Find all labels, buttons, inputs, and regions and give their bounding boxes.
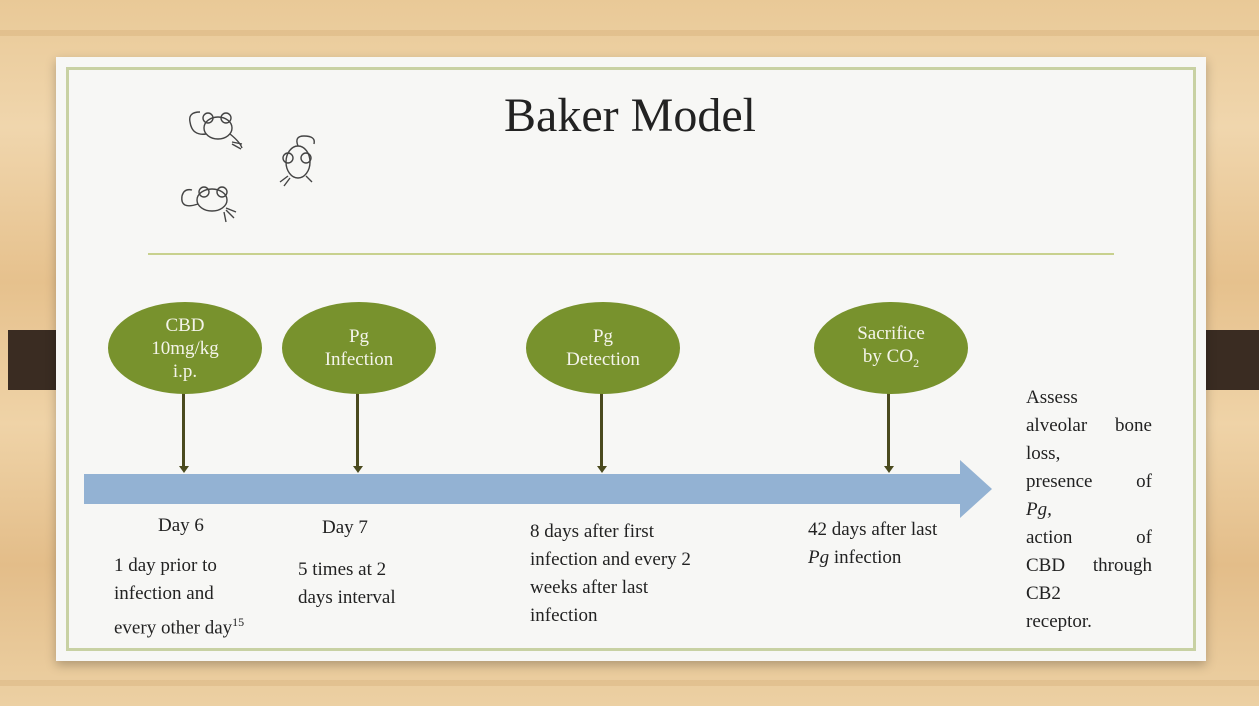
oval-cbd-line2: 10mg/kg: [151, 337, 219, 359]
day6-desc-line2: infection and: [114, 583, 214, 604]
sacrifice-desc-line2: infection: [829, 547, 902, 568]
assess-line: CB2: [1026, 583, 1061, 604]
oval-detection-line2: Detection: [566, 349, 640, 370]
oval-infection: Pg Infection: [282, 302, 436, 394]
timeline-stem: [356, 392, 359, 468]
slide-title: Baker Model: [504, 89, 756, 142]
assess-line: receptor.: [1026, 611, 1092, 632]
detection-desc-line3: weeks after last: [530, 577, 649, 598]
oval-cbd: CBD 10mg/kg i.p.: [108, 302, 262, 394]
sacrifice-desc-pg: Pg: [808, 547, 830, 568]
timeline-stem: [887, 392, 890, 468]
day6-desc-line1: 1 day prior to: [114, 555, 217, 576]
timeline-arrow: [84, 460, 992, 518]
wood-grain: [0, 30, 1259, 36]
assess-line: action of: [1026, 527, 1152, 548]
wood-grain: [0, 680, 1259, 686]
oval-infection-line2: Infection: [324, 349, 394, 370]
detection-description: 8 days after first infection and every 2…: [530, 518, 691, 630]
day7-desc-line1: 5 times at 2: [298, 559, 387, 580]
timeline-stem-head: [884, 466, 894, 473]
oval-infection-line1: Pg: [348, 326, 370, 347]
oval-sacrifice-line1: Sacrifice: [857, 322, 925, 344]
slide-border: [66, 67, 1196, 651]
assess-line: presence of: [1026, 471, 1152, 492]
detection-desc-line4: infection: [530, 605, 598, 626]
timeline-stem: [600, 392, 603, 468]
oval-sacrifice-line2: by CO: [862, 345, 914, 367]
timeline-stem-head: [179, 466, 189, 473]
day7-label: Day 7: [322, 517, 368, 538]
sacrifice-desc-line1: 42 days after last: [808, 519, 938, 540]
oval-cbd-line3: i.p.: [172, 360, 198, 382]
day6-desc-line3: every other day: [114, 617, 233, 639]
oval-cbd-line1: CBD: [165, 314, 205, 336]
day7-description: 5 times at 2 days interval: [298, 556, 396, 612]
assess-line: loss,: [1026, 443, 1061, 464]
day6-description: 1 day prior to infection and every other…: [114, 552, 244, 642]
sacrifice-description: 42 days after last Pg infection: [808, 516, 937, 572]
mice-icon: [181, 111, 315, 223]
assess-line: alveolar bone: [1026, 415, 1152, 436]
assess-line: Pg,: [1026, 499, 1052, 520]
oval-sacrifice: Sacrifice by CO2: [814, 302, 968, 394]
oval-sacrifice-sub: 2: [913, 355, 920, 370]
title-rule: [148, 253, 1114, 255]
assess-text: Assess alveolar bone loss, presence of P…: [1026, 384, 1152, 636]
day6-label: Day 6: [158, 515, 204, 536]
timeline-stem-head: [353, 466, 363, 473]
day6-footnote-ref: 15: [232, 615, 245, 629]
oval-detection: Pg Detection: [526, 302, 680, 394]
detection-desc-line2: infection and every 2: [530, 549, 691, 570]
assess-line: Assess: [1026, 387, 1078, 408]
timeline-stem: [182, 392, 185, 468]
timeline-stem-head: [597, 466, 607, 473]
detection-desc-line1: 8 days after first: [530, 521, 654, 542]
oval-detection-line1: Pg: [592, 326, 614, 347]
day7-desc-line2: days interval: [298, 587, 396, 608]
assess-line: CBD through: [1026, 555, 1152, 576]
